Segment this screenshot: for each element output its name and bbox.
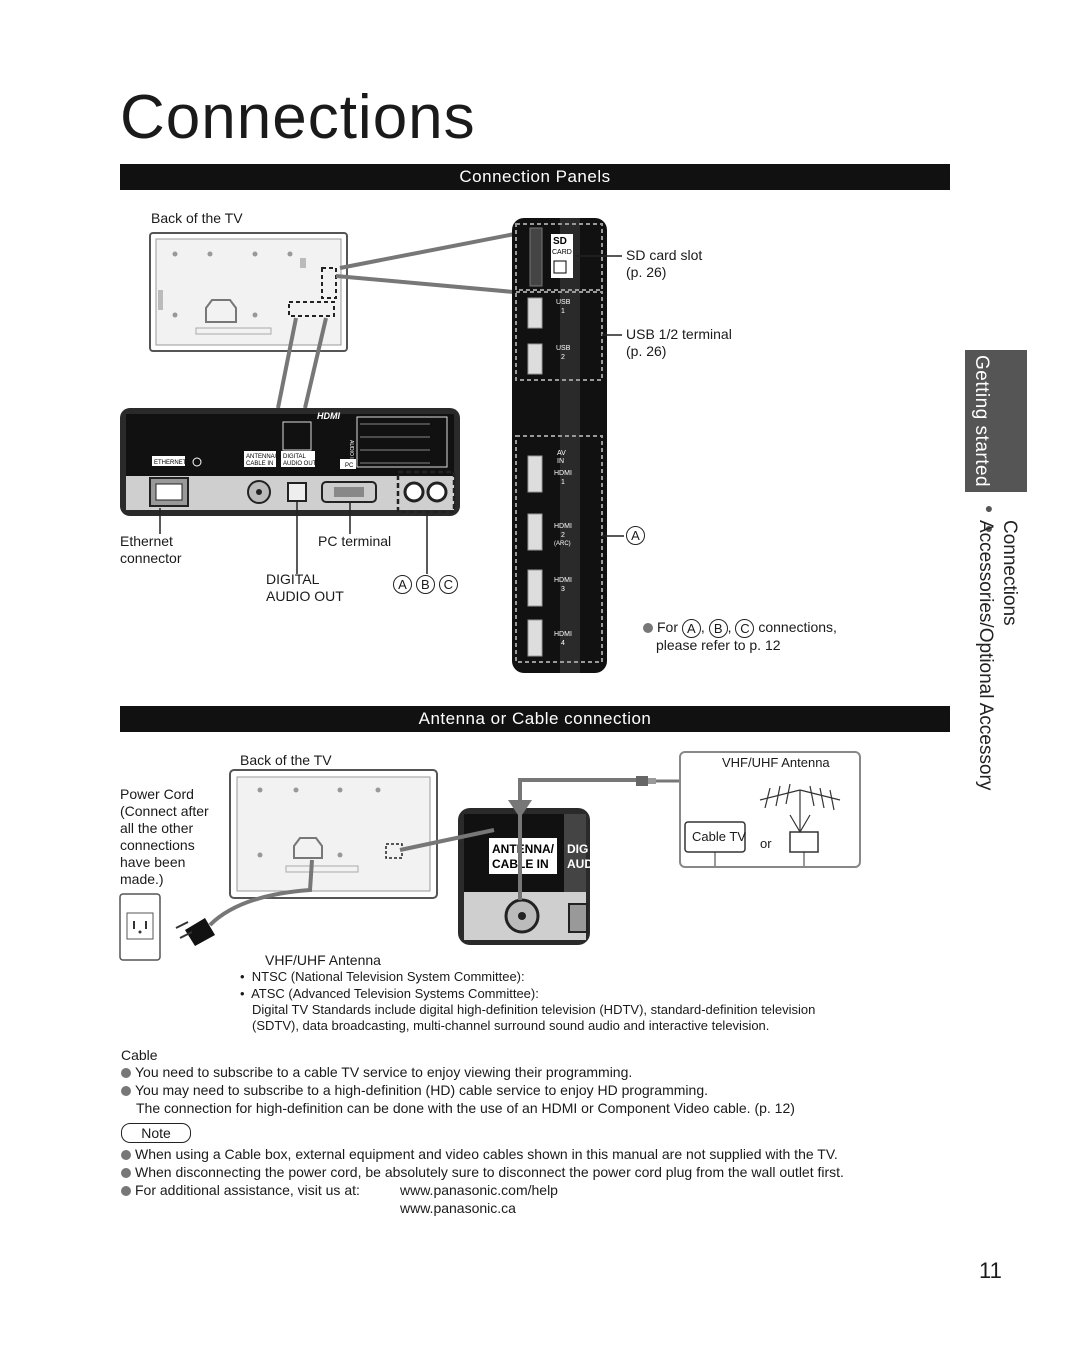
panel-label-usb-2-num: 2 bbox=[561, 354, 565, 361]
back-of-tv-label: Back of the TV bbox=[151, 210, 243, 226]
panel-label-usb-2: USB bbox=[556, 345, 571, 352]
panel-label-hdmi-2-num: 2 bbox=[561, 532, 565, 539]
vhf-box-label: VHF/UHF Antenna bbox=[722, 755, 830, 770]
side-tab-getting-started: Getting started bbox=[965, 350, 1027, 492]
panel-label-hdmi-4: HDMI bbox=[554, 631, 572, 638]
panel-label-hdmi-4-num: 4 bbox=[561, 640, 565, 647]
pc-terminal-label: PC terminal bbox=[318, 533, 392, 549]
or-label: or bbox=[760, 836, 772, 851]
ntsc-item: • NTSC (National Television System Commi… bbox=[240, 969, 525, 984]
panel-label-in: IN bbox=[557, 458, 564, 465]
section-header-antenna: Antenna or Cable connection bbox=[120, 706, 950, 732]
note-bullet-1: When using a Cable box, external equipme… bbox=[121, 1146, 838, 1163]
panel-hdmi-logo: HDMI bbox=[317, 411, 340, 421]
panel-label-hdmi-1-num: 1 bbox=[561, 479, 565, 486]
abc-markers: A B C bbox=[393, 575, 458, 594]
panel-label-sd: SD bbox=[553, 236, 567, 247]
tv-back-illustration bbox=[149, 232, 348, 352]
panel-label-hdmi-3: HDMI bbox=[554, 577, 572, 584]
panel-label-digital: DIGITAL bbox=[283, 454, 307, 460]
side-tab-sub: Connections Accessories/Optional Accesso… bbox=[975, 520, 1020, 791]
sd-slot-label: SD card slot bbox=[626, 247, 703, 263]
power-cord-note: Power Cord (Connect after all the other … bbox=[120, 786, 209, 887]
zoom-dig-label: DIG bbox=[567, 842, 588, 856]
ethernet-label-2: connector bbox=[120, 550, 182, 566]
digital-label: DIGITAL bbox=[266, 571, 320, 587]
zoom-antenna-label: ANTENNA/ bbox=[492, 842, 555, 856]
page-number: 11 bbox=[979, 1258, 1002, 1283]
panel-label-antenna: ANTENNA/ bbox=[246, 454, 277, 460]
for-abc-note: For A, B, C connections, bbox=[643, 619, 837, 638]
panel-label-arc: (ARC) bbox=[554, 541, 571, 547]
panel-label-pc: PC bbox=[345, 463, 354, 469]
vhf-title: VHF/UHF Antenna bbox=[265, 952, 381, 968]
panel-label-hdmi-3-num: 3 bbox=[561, 586, 565, 593]
ethernet-label: Ethernet bbox=[120, 533, 173, 549]
page-title: Connections bbox=[120, 83, 476, 152]
note-label: Note bbox=[121, 1123, 191, 1143]
panel-label-usb-1: USB bbox=[556, 299, 571, 306]
atsc-desc-1: Digital TV Standards include digital hig… bbox=[252, 1002, 816, 1017]
atsc-item: • ATSC (Advanced Television Systems Comm… bbox=[240, 986, 539, 1001]
bottom-terminal-panel: ETHERNET ANTENNA/ CABLE IN DIGITAL AUDIO… bbox=[120, 408, 460, 516]
panel-label-usb-1-num: 1 bbox=[561, 308, 565, 315]
sd-slot-ref: (p. 26) bbox=[626, 264, 667, 280]
url-help[interactable]: www.panasonic.com/help bbox=[400, 1182, 558, 1198]
usb-label: USB 1/2 terminal bbox=[626, 326, 732, 342]
audio-out-label: AUDIO OUT bbox=[266, 588, 344, 604]
section-header-connection-panels: Connection Panels bbox=[120, 164, 950, 190]
atsc-desc-2: (SDTV), data broadcasting, multi-channel… bbox=[252, 1018, 770, 1033]
note-bullet-3: For additional assistance, visit us at: bbox=[121, 1182, 360, 1199]
zoom-aud-label: AUD bbox=[567, 857, 593, 871]
cable-tv-label: Cable TV bbox=[692, 829, 746, 844]
panel-label-cable-in: CABLE IN bbox=[246, 461, 273, 467]
usb-ref: (p. 26) bbox=[626, 343, 667, 359]
note-bullet-2: When disconnecting the power cord, be ab… bbox=[121, 1164, 844, 1181]
panel-label-hdmi-1: HDMI bbox=[554, 470, 572, 477]
url-ca[interactable]: www.panasonic.ca bbox=[400, 1200, 516, 1216]
panel-label-hdmi-2: HDMI bbox=[554, 523, 572, 530]
side-dots: ● ● bbox=[981, 500, 997, 536]
cable-bullet-2-cont: The connection for high-definition can b… bbox=[136, 1100, 795, 1116]
panel-label-card: CARD bbox=[552, 249, 572, 256]
panel-label-audio-out: AUDIO OUT bbox=[283, 461, 317, 467]
side-terminal-panel: SD CARD USB 1 USB 2 AV IN HDMI 1 HDMI 2 … bbox=[512, 218, 607, 673]
marker-a-label: A bbox=[626, 526, 645, 545]
panel-label-ethernet: ETHERNET bbox=[154, 460, 187, 466]
cable-title: Cable bbox=[121, 1047, 158, 1063]
panel-label-audio-in: AUDIO IN bbox=[348, 440, 354, 463]
cable-bullet-1: You need to subscribe to a cable TV serv… bbox=[121, 1064, 632, 1081]
back-of-tv-label-2: Back of the TV bbox=[240, 752, 332, 768]
cable-bullet-2: You may need to subscribe to a high-defi… bbox=[121, 1082, 708, 1099]
panel-label-av: AV bbox=[557, 450, 566, 457]
refer-note: please refer to p. 12 bbox=[656, 637, 781, 653]
